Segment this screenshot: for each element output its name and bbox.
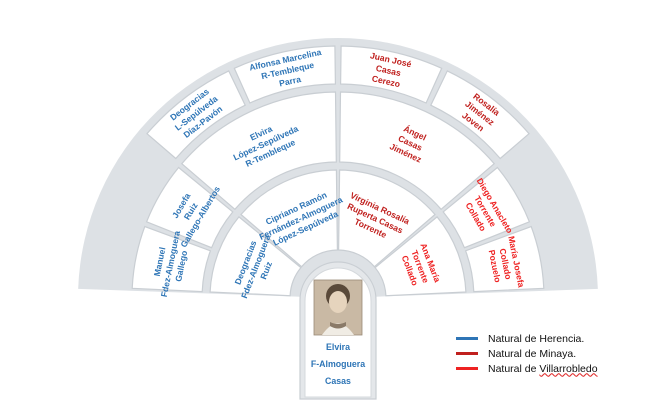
- legend-place-villarrobledo: Villarrobledo: [539, 362, 598, 375]
- fan-segment-elvira-l: [180, 91, 337, 211]
- legend-prefix-villarrobledo: Natural de: [488, 362, 540, 375]
- legend-item-villarrobledo: Natural de Villarrobledo: [456, 362, 598, 375]
- fan-segment-deogracias-l: [146, 70, 247, 160]
- portrait-photo: [313, 279, 363, 336]
- fan-segment-josefa: [145, 166, 234, 249]
- center-name-line-1: Elvira: [326, 342, 350, 352]
- fan-segments: [78, 37, 598, 297]
- fan-segment-maria: [464, 225, 545, 293]
- fan-segment-virginia: [337, 169, 436, 268]
- fan-segment-rosalia: [429, 70, 530, 160]
- legend: Natural de Herencia. Natural de Minaya. …: [456, 332, 598, 377]
- center-name-line-3: Casas: [325, 376, 351, 386]
- legend-item-minaya: Natural de Minaya.: [456, 347, 598, 360]
- legend-swatch-herencia: [456, 337, 478, 340]
- center-name-line-2: F-Almoguera: [311, 359, 365, 369]
- center-portrait-card: Elvira F-Almoguera Casas: [299, 261, 377, 400]
- legend-item-herencia: Natural de Herencia.: [456, 332, 598, 345]
- legend-swatch-minaya: [456, 352, 478, 355]
- fan-segment-alfonsa: [233, 45, 337, 104]
- person-name-line: Parra: [278, 74, 302, 89]
- fan-segment-manuel: [131, 225, 212, 293]
- fan-segment-deogracias-r: [209, 216, 302, 297]
- fan-segment-juan: [339, 45, 443, 104]
- fan-segment-ana: [374, 216, 467, 297]
- legend-swatch-villarrobledo: [456, 367, 478, 370]
- fan-segment-diego: [442, 166, 531, 249]
- legend-label-herencia: Natural de Herencia.: [488, 332, 585, 345]
- fan-segment-cipriano: [240, 169, 339, 268]
- legend-label-minaya: Natural de Minaya.: [488, 347, 577, 360]
- legend-label-villarrobledo: Natural de Villarrobledo: [488, 363, 598, 375]
- fan-segment-angel: [339, 91, 496, 211]
